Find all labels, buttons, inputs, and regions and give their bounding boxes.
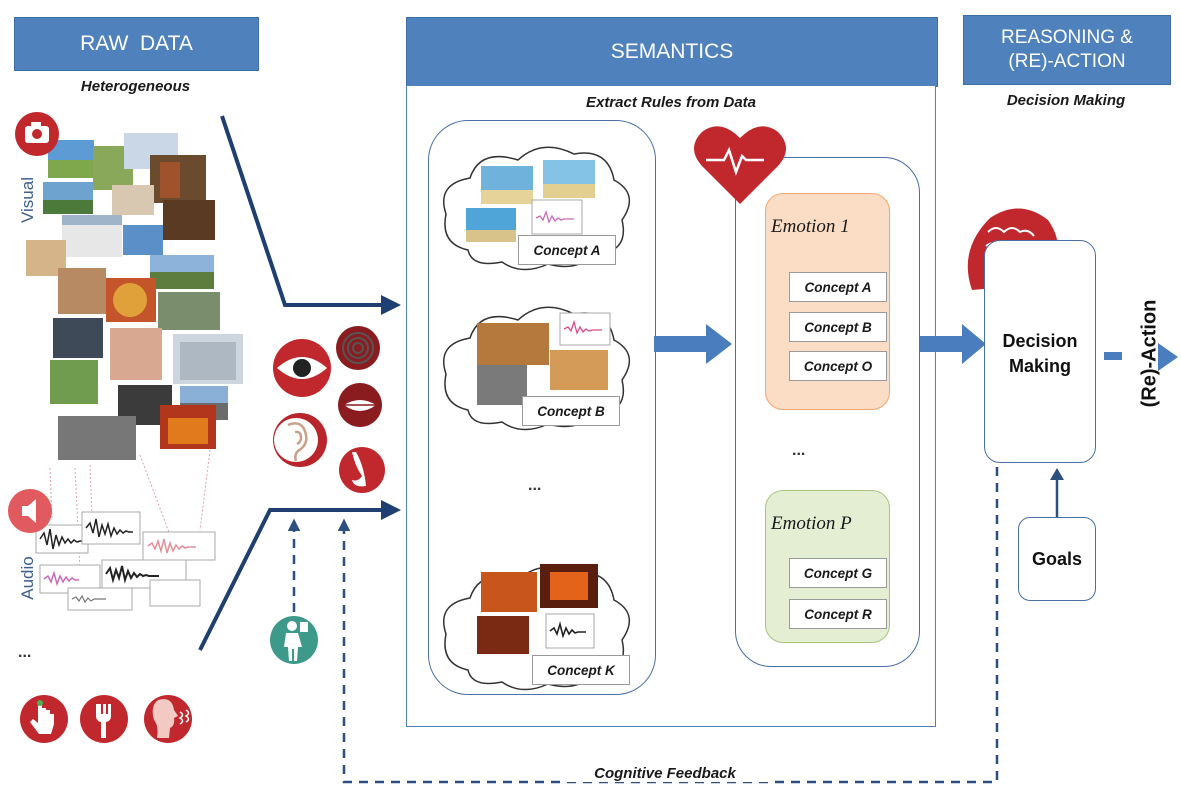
speaker-icon xyxy=(8,489,52,533)
emotion-1-concept-b: Concept B xyxy=(789,312,887,342)
face-smell-icon xyxy=(144,695,192,743)
emotion-p-title: Emotion P xyxy=(771,513,852,534)
raw-data-ellipsis: ... xyxy=(18,644,32,661)
reasoning-header-line1: REASONING & xyxy=(1001,27,1133,48)
semantics-subtitle: Extract Rules from Data xyxy=(585,94,757,111)
emotion-1-title: Emotion 1 xyxy=(771,216,850,237)
emotions-ellipsis: ... xyxy=(792,442,806,459)
reasoning-header-line2: (RE)-ACTION xyxy=(1008,51,1126,72)
concept-cluster-panel xyxy=(428,120,656,695)
fingerprint-icon xyxy=(336,326,380,370)
input-arrows xyxy=(198,115,401,651)
visual-label: Visual xyxy=(18,177,37,223)
audio-label: Audio xyxy=(18,556,37,600)
decision-to-action-arrow xyxy=(1104,343,1178,371)
goals-box: Goals xyxy=(1018,517,1096,601)
mouth-icon xyxy=(338,383,382,427)
clusters-ellipsis: ... xyxy=(528,477,542,494)
raw-data-subtitle: Heterogeneous xyxy=(80,78,191,95)
decision-making-box xyxy=(984,240,1096,463)
semantics-header: SEMANTICS xyxy=(406,17,938,87)
fork-icon xyxy=(80,695,128,743)
ear-icon xyxy=(273,413,327,467)
cloud-b-concept-label: Concept B xyxy=(522,396,620,426)
emotion-p-concept-r: Concept R xyxy=(789,599,887,629)
cognitive-feedback-loop xyxy=(287,467,999,784)
concept-cloud-b xyxy=(443,306,631,431)
reasoning-header: REASONING & (RE)-ACTION xyxy=(963,15,1171,85)
touch-icon xyxy=(20,695,68,743)
emotion-panel xyxy=(735,157,920,667)
reaction-label: (Re)-Action xyxy=(1138,299,1161,408)
cloud-a-concept-label: Concept A xyxy=(518,235,616,265)
raw-data-header-label: RAW DATA xyxy=(80,32,193,55)
raw-data-header: RAW DATA xyxy=(14,17,259,71)
emotion-1-concept-a: Concept A xyxy=(789,272,887,302)
heart-pulse-icon xyxy=(694,126,786,204)
emotion-to-decision-arrow xyxy=(920,324,986,364)
semantics-header-label: SEMANTICS xyxy=(610,40,734,63)
goals-to-decision-arrow xyxy=(1050,468,1064,517)
visual-photo-collage xyxy=(26,133,243,460)
camera-icon xyxy=(15,112,59,156)
nose-icon xyxy=(339,447,385,493)
emotion-1-concept-o: Concept O xyxy=(789,351,887,381)
reasoning-subtitle: Decision Making xyxy=(1006,92,1126,109)
cloud-k-concept-label: Concept K xyxy=(532,655,630,685)
cognitive-feedback-label: Cognitive Feedback xyxy=(560,765,770,782)
goals-label: Goals xyxy=(1031,548,1083,569)
audio-waveforms xyxy=(35,449,216,611)
emotion-p-concept-g: Concept G xyxy=(789,558,887,588)
human-icon xyxy=(270,616,318,664)
cluster-to-emotion-arrow xyxy=(654,324,732,364)
eye-icon xyxy=(273,339,331,397)
